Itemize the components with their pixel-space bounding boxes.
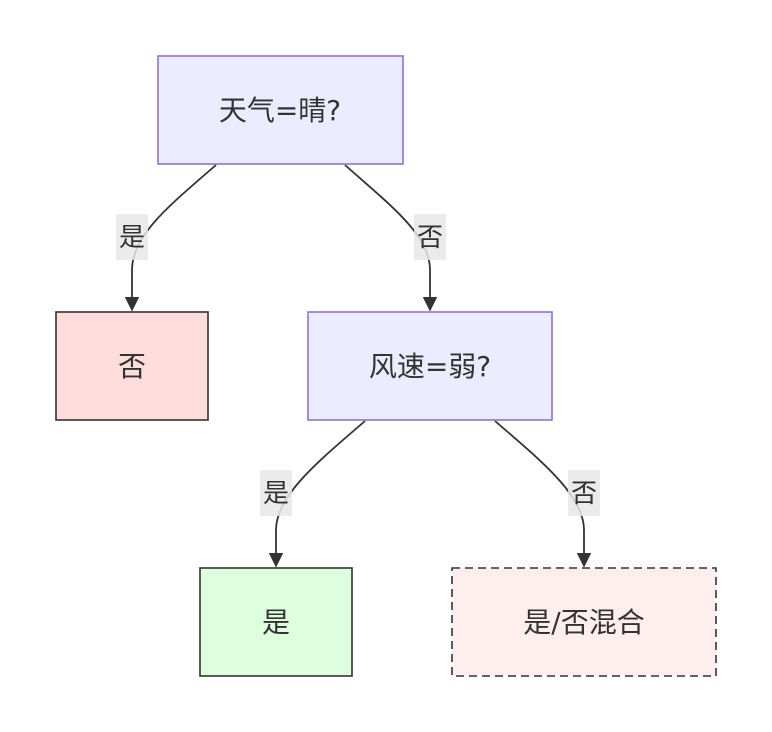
edge-weather-to-no xyxy=(124,164,217,312)
edge-label-text: 是 xyxy=(119,223,145,253)
edge-label-wind-yes: 是 xyxy=(260,470,292,516)
node-wind-weak: 风速=弱? xyxy=(307,311,553,421)
edge-label-text: 否 xyxy=(571,479,597,509)
edge-weather-to-wind xyxy=(344,164,438,312)
node-label: 风速=弱? xyxy=(369,350,491,383)
node-label: 否 xyxy=(118,350,146,383)
node-label: 是/否混合 xyxy=(523,606,644,639)
edge-label-text: 否 xyxy=(417,223,443,253)
edge-wind-to-mixed xyxy=(494,420,592,568)
node-yes-leaf: 是 xyxy=(199,567,353,677)
node-mixed-leaf: 是/否混合 xyxy=(451,567,717,677)
edge-label-wind-no: 否 xyxy=(568,470,600,516)
node-label: 天气=晴? xyxy=(219,94,341,127)
edge-wind-to-yes xyxy=(268,420,366,568)
edges xyxy=(124,164,592,568)
node-weather-sunny: 天气=晴? xyxy=(157,55,404,165)
edge-label-weather-no: 否 xyxy=(414,214,446,260)
node-label: 是 xyxy=(262,606,290,639)
node-no-root: 否 xyxy=(55,311,209,421)
edge-label-text: 是 xyxy=(263,479,289,509)
edge-label-weather-yes: 是 xyxy=(116,214,148,260)
